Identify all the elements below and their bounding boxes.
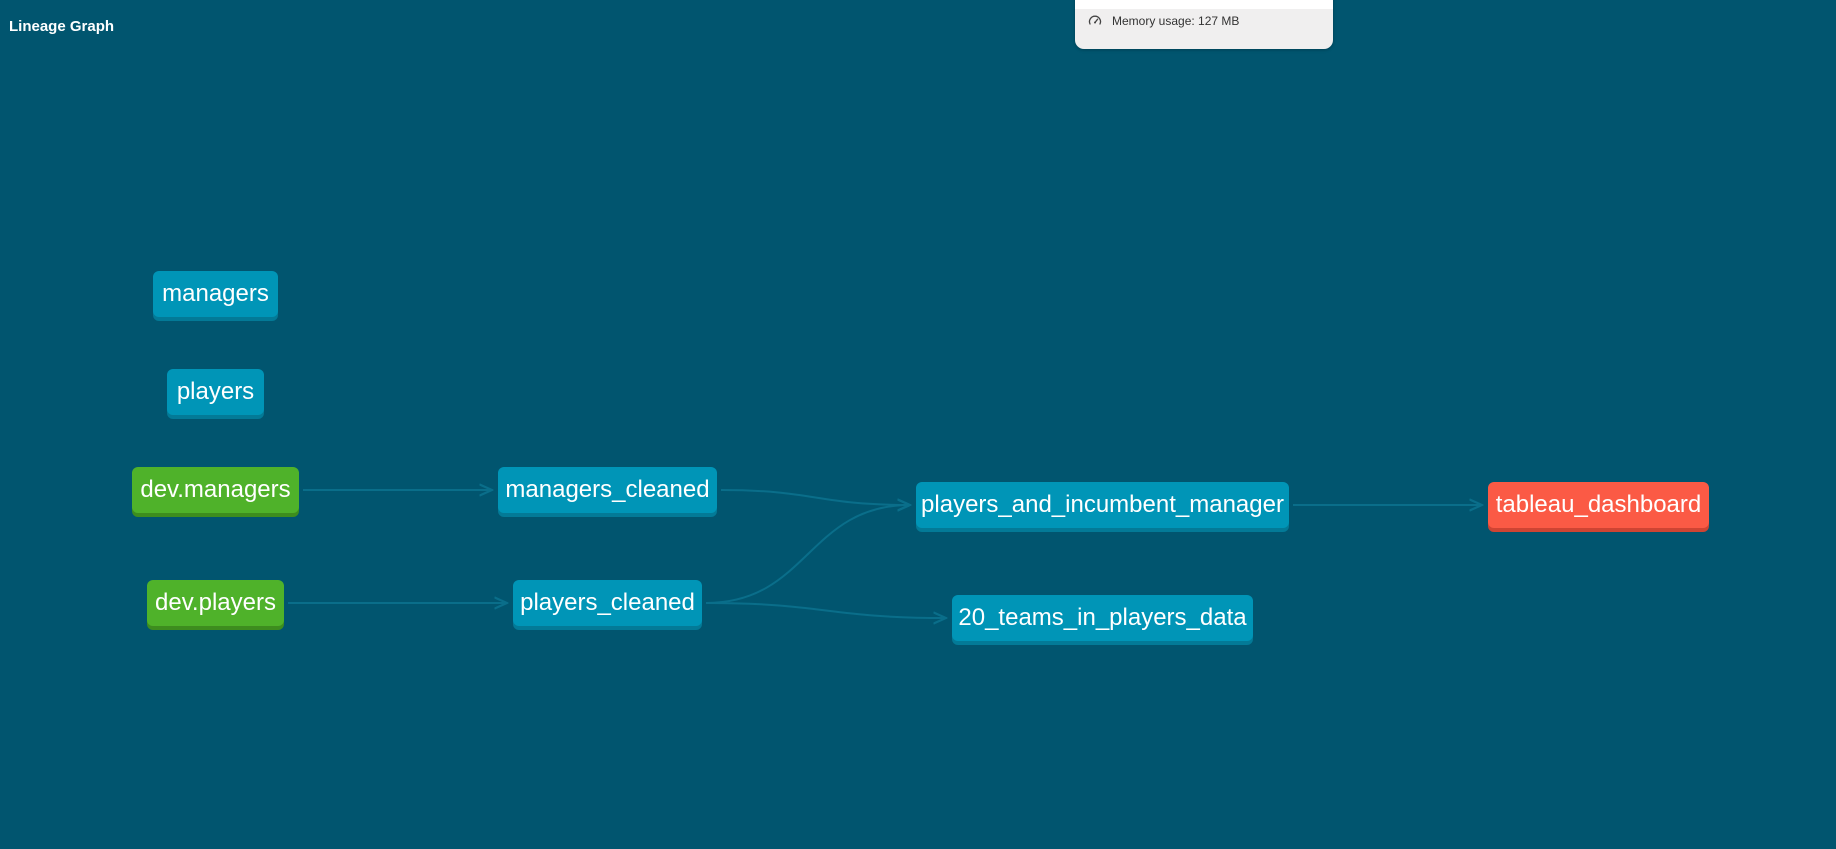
gauge-icon	[1088, 14, 1102, 28]
node-managers[interactable]: managers	[153, 271, 278, 317]
page-title: Lineage Graph	[9, 18, 115, 35]
memory-panel-topbar	[1075, 0, 1333, 9]
node-dev-managers[interactable]: dev.managers	[132, 467, 299, 513]
edge-players-cleaned-to-players-and-incumbent-manager	[705, 505, 910, 604]
node-tableau-dashboard[interactable]: tableau_dashboard	[1488, 482, 1709, 528]
node-players-and-incumbent-manager[interactable]: players_and_incumbent_manager	[916, 482, 1289, 528]
memory-usage-label: Memory usage: 127 MB	[1112, 14, 1240, 28]
node-managers-cleaned[interactable]: managers_cleaned	[498, 467, 717, 513]
edge-players-cleaned-to-20-teams-in-players-data	[705, 602, 946, 618]
node-dev-players[interactable]: dev.players	[147, 580, 284, 626]
node-players[interactable]: players	[167, 369, 264, 415]
memory-usage-panel: Memory usage: 127 MB	[1075, 0, 1333, 49]
memory-usage-row: Memory usage: 127 MB	[1088, 13, 1239, 29]
node-20-teams-in-players-data[interactable]: 20_teams_in_players_data	[952, 595, 1253, 641]
node-players-cleaned[interactable]: players_cleaned	[513, 580, 702, 626]
edge-managers-cleaned-to-players-and-incumbent-manager	[720, 489, 910, 505]
